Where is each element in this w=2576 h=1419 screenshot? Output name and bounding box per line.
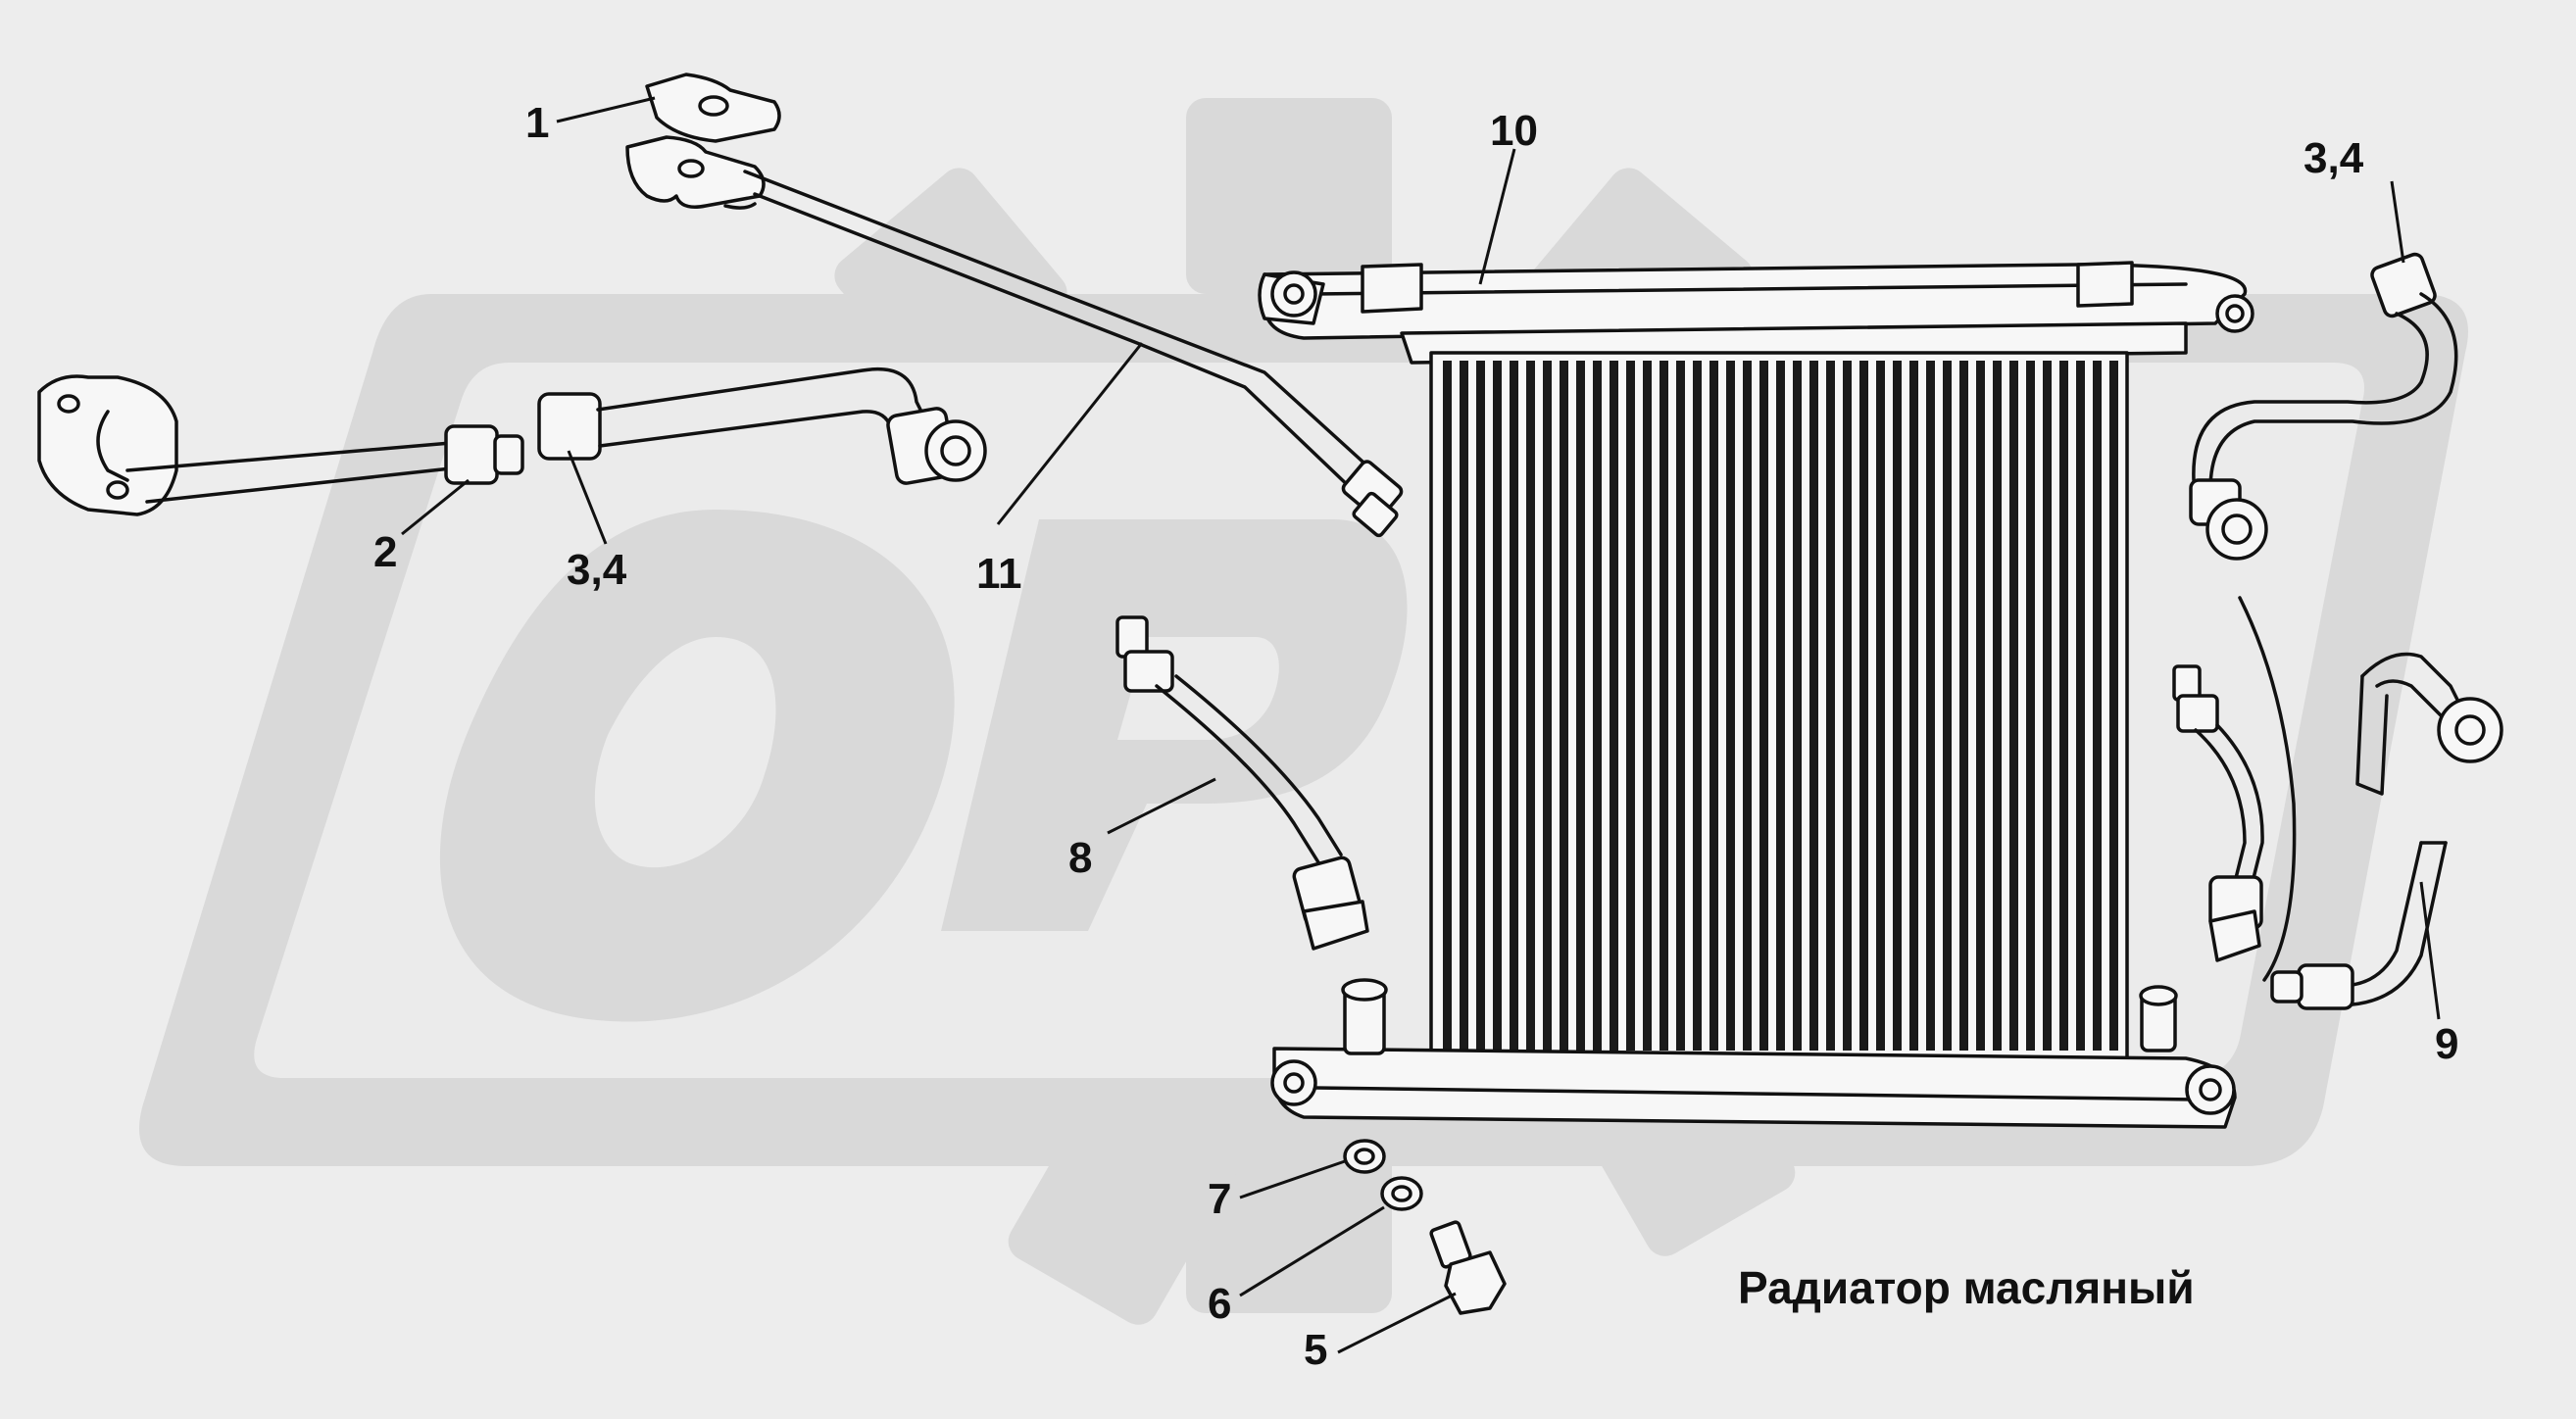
fin	[1993, 361, 2002, 1051]
fin	[1843, 361, 1852, 1051]
fin	[1610, 361, 1618, 1051]
fin	[2026, 361, 2035, 1051]
part-3-4-hose-right	[2189, 252, 2458, 561]
fin	[1876, 361, 1885, 1051]
part-7-washer	[1343, 1139, 1386, 1174]
fin	[2009, 361, 2018, 1051]
callout-7: 7	[1208, 1175, 1231, 1223]
callout-3-4-left: 3,4	[567, 546, 627, 594]
part-9-tube-group	[2172, 596, 2503, 1010]
fin	[1626, 361, 1635, 1051]
callout-5: 5	[1304, 1326, 1327, 1374]
fin	[1510, 361, 1518, 1051]
fin	[2076, 361, 2085, 1051]
fin	[1476, 361, 1485, 1051]
fin	[1576, 361, 1585, 1051]
fin	[1660, 361, 1668, 1051]
fin	[1893, 361, 1902, 1051]
fin	[1909, 361, 1918, 1051]
fin	[1443, 361, 1452, 1051]
fin	[1709, 361, 1718, 1051]
radiator-fins	[1443, 361, 2118, 1051]
fin	[1493, 361, 1502, 1051]
callout-8: 8	[1068, 834, 1092, 882]
callout-11: 11	[976, 550, 1022, 598]
fin	[1560, 361, 1568, 1051]
part-2-flange-tube	[37, 374, 524, 516]
fin	[1726, 361, 1735, 1051]
fin	[2093, 361, 2102, 1051]
fin	[2043, 361, 2052, 1051]
fin	[1693, 361, 1702, 1051]
part-5-bolt	[1429, 1220, 1507, 1315]
fin	[1543, 361, 1552, 1051]
fin	[1809, 361, 1818, 1051]
fin	[1643, 361, 1652, 1051]
fin	[1460, 361, 1468, 1051]
fin	[1859, 361, 1868, 1051]
callout-9: 9	[2435, 1020, 2458, 1068]
fin	[1976, 361, 1985, 1051]
fin	[1593, 361, 1602, 1051]
fin	[1826, 361, 1835, 1051]
fin	[2059, 361, 2068, 1051]
fin	[1776, 361, 1785, 1051]
part-1-flange	[645, 73, 781, 143]
fin	[1526, 361, 1535, 1051]
part-10-radiator	[1258, 261, 2254, 1129]
callout-10: 10	[1490, 107, 1538, 155]
callout-2: 2	[373, 528, 397, 576]
callout-6: 6	[1208, 1280, 1231, 1328]
part-8-bent-tube	[1115, 615, 1369, 951]
fin	[1959, 361, 1968, 1051]
fin	[1676, 361, 1685, 1051]
fin	[1943, 361, 1952, 1051]
caption: Радиатор масляный	[1738, 1262, 2195, 1313]
callout-labels: 1 2 3,4 3,4 5 6 7 8 9 10 11	[373, 99, 2458, 1374]
callout-1: 1	[525, 99, 549, 147]
part-11-long-tube	[625, 135, 1404, 538]
callout-3-4-right: 3,4	[2304, 134, 2364, 182]
fin	[1743, 361, 1752, 1051]
fin	[1926, 361, 1935, 1051]
fin	[1793, 361, 1802, 1051]
part-6-washer	[1380, 1176, 1423, 1211]
part-3-4-hose-left	[537, 367, 987, 485]
fin	[2109, 361, 2118, 1051]
leader-lines	[401, 96, 2441, 1354]
fin	[1759, 361, 1768, 1051]
